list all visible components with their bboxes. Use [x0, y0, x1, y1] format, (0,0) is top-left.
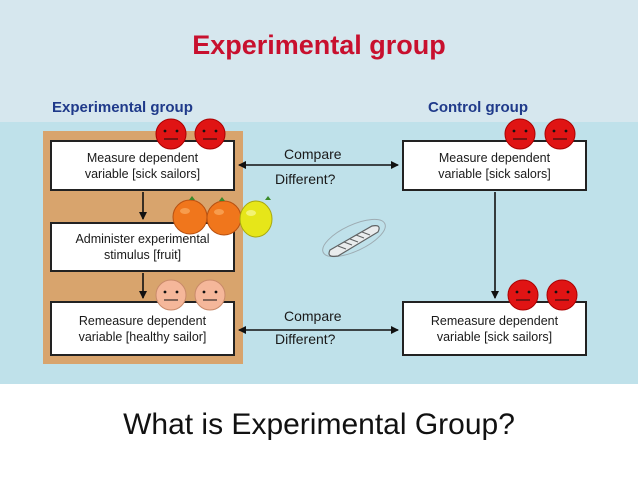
- experimental-stimulus-text: Administer experimental stimulus [fruit]: [75, 232, 210, 262]
- experimental-remeasure-text: Remeasure dependent variable [healthy sa…: [78, 313, 207, 344]
- slide-title: Experimental group: [192, 30, 446, 60]
- compare-bottom-label: Compare: [284, 308, 342, 324]
- title-band: [0, 0, 638, 122]
- orange-fruit-icon: [206, 197, 242, 236]
- sick-face-icon: [155, 118, 187, 150]
- sick-face-icon: [507, 279, 539, 311]
- ship-icon: [322, 218, 386, 258]
- control-remeasure-text: Remeasure dependent variable [sick sailo…: [430, 313, 559, 344]
- control-remeasure-box: Remeasure dependent variable [sick sailo…: [402, 301, 587, 356]
- control-group-label: Control group: [428, 99, 528, 116]
- sick-face-icon: [546, 279, 578, 311]
- experimental-group-label: Experimental group: [52, 99, 193, 116]
- healthy-face-icon: [155, 279, 187, 311]
- experimental-remeasure-box: Remeasure dependent variable [healthy sa…: [50, 301, 235, 356]
- compare-top-label: Compare: [284, 146, 342, 162]
- control-measure-text: Measure dependent variable [sick salors]: [438, 150, 551, 181]
- compare-bottom-question: Different?: [275, 331, 336, 347]
- orange-fruit-icon: [172, 196, 208, 235]
- slide-caption: What is Experimental Group?: [123, 408, 515, 441]
- sick-face-icon: [194, 118, 226, 150]
- sick-face-icon: [544, 118, 576, 150]
- compare-top-question: Different?: [275, 171, 336, 187]
- experimental-stimulus-box: Administer experimental stimulus [fruit]: [50, 222, 235, 272]
- sick-face-icon: [504, 118, 536, 150]
- lemon-fruit-icon: [239, 196, 273, 238]
- healthy-face-icon: [194, 279, 226, 311]
- experimental-measure-box: Measure dependent variable [sick sailors…: [50, 140, 235, 191]
- experimental-measure-text: Measure dependent variable [sick sailors…: [84, 150, 201, 181]
